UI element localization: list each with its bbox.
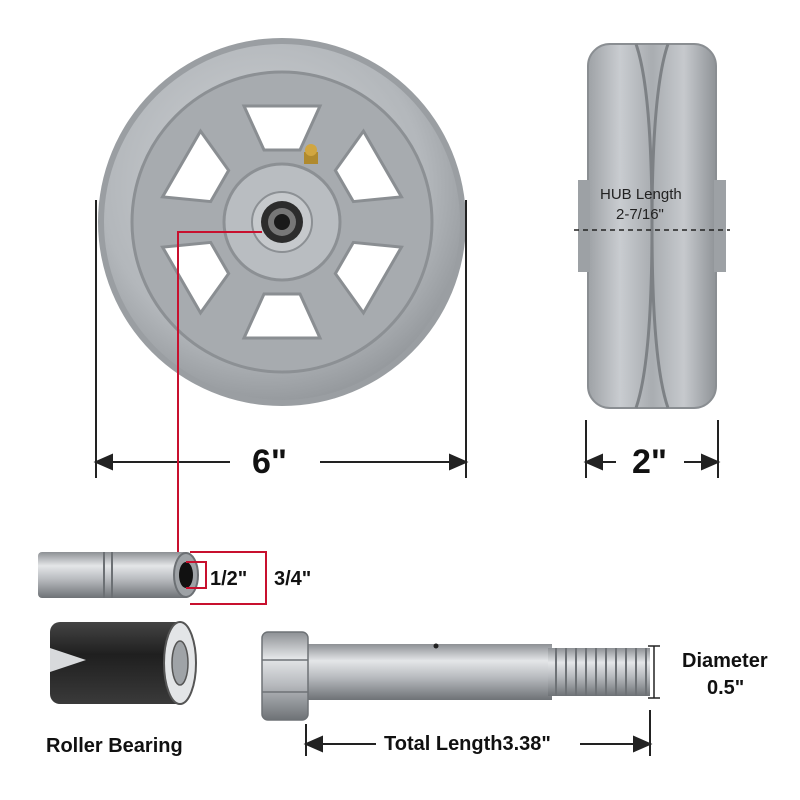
bolt-diameter-label: Diameter [682, 650, 768, 672]
roller-bearing [50, 621, 197, 705]
grease-fitting-icon [304, 144, 318, 164]
roller-bearing-label: Roller Bearing [46, 735, 183, 757]
wheel-front-view [98, 38, 466, 406]
bolt-diameter-dimension [648, 645, 660, 699]
bushing-dimensions [186, 551, 267, 605]
bushing-outer-label: 3/4" [274, 568, 312, 590]
diameter-dimension [93, 200, 469, 478]
hub-length-value: 2-7/16" [616, 206, 664, 223]
wheel-side-view [574, 43, 730, 409]
bushing-inner-label: 1/2" [210, 568, 248, 590]
axle-bolt [261, 631, 650, 721]
wheel-width-label: 2" [632, 443, 668, 481]
bolt-diameter-value: 0.5" [707, 677, 745, 699]
bolt-length-label: Total Length3.38" [384, 733, 551, 755]
width-dimension [583, 420, 721, 478]
hub-callout-line [177, 231, 262, 566]
hub-length-label: HUB Length [600, 186, 682, 203]
bushing [38, 552, 199, 598]
bolt-length-dimension [303, 710, 653, 756]
wheel-diameter-label: 6" [252, 443, 288, 481]
